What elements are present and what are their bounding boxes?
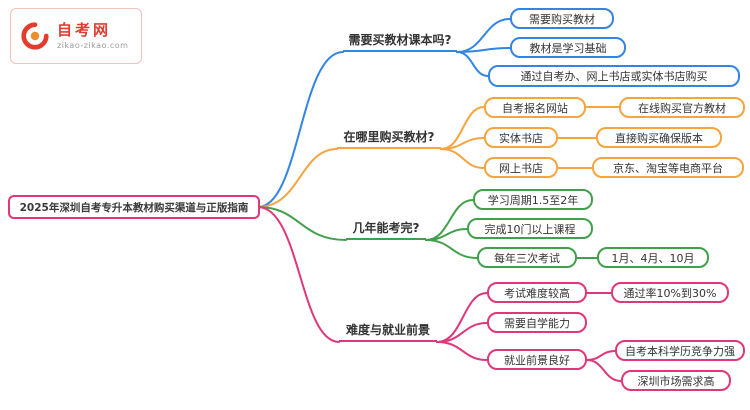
node-textbook-foundation: 教材是学习基础 (510, 37, 626, 58)
branch-where-to-buy: 在哪里购买教材? (337, 127, 441, 149)
node-purchase-channels: 通过自考办、网上书店或实体书店购买 (488, 65, 740, 87)
connector-branch3-child3 (425, 239, 478, 259)
connector-root-branch4 (257, 206, 340, 343)
connector-branch4-child3 (436, 341, 488, 361)
node-three-exams-per-year: 每年三次考试 (477, 247, 577, 268)
node-pass-rate: 通过率10%到30% (611, 282, 729, 303)
node-ecommerce-platforms: 京东、淘宝等电商平台 (592, 157, 744, 178)
connector-branch4-grandchild3 (586, 359, 622, 382)
connector-branch1-child3 (456, 51, 489, 77)
node-employment-prospects: 就业前景良好 (487, 349, 587, 370)
node-direct-purchase: 直接购买确保版本 (596, 127, 722, 148)
connector-root-branch3 (257, 206, 347, 241)
connector-branch1-child2 (456, 47, 511, 53)
logo-text: 自考网 zikao-zikao.com (57, 22, 128, 51)
branch-difficulty-prospects: 难度与就业前景 (339, 320, 437, 342)
node-exam-difficulty: 考试难度较高 (487, 282, 587, 303)
branch-years-to-finish: 几年能考完? (346, 218, 426, 240)
connector-root-branch1 (257, 51, 344, 208)
connector-branch2-child3 (440, 148, 485, 169)
branch-need-textbook: 需要买教材课本吗? (343, 30, 457, 52)
connector-root-branch2 (257, 148, 338, 208)
site-logo[interactable]: 自考网 zikao-zikao.com (10, 8, 142, 64)
node-registration-site: 自考报名网站 (484, 97, 586, 118)
node-study-period: 学习周期1.5至2年 (473, 189, 593, 210)
node-buy-online-official: 在线购买官方教材 (619, 97, 745, 118)
site-name: 自考网 (57, 20, 112, 39)
node-self-study-ability: 需要自学能力 (487, 312, 587, 333)
node-online-bookstore: 网上书店 (484, 157, 558, 178)
logo-icon (21, 22, 49, 50)
root-topic: 2025年深圳自考专升本教材购买渠道与正版指南 (8, 195, 260, 219)
site-url: zikao-zikao.com (57, 41, 129, 51)
node-degree-competitive: 自考本科学历竞争力强 (615, 340, 745, 361)
node-shenzhen-demand: 深圳市场需求高 (621, 370, 731, 391)
connector-branch1-child1 (456, 18, 511, 53)
node-physical-bookstore: 实体书店 (484, 127, 558, 148)
node-need-to-buy: 需要购买教材 (510, 8, 614, 29)
connector-branch4-child2 (436, 322, 488, 343)
connector-branch4-child1 (436, 292, 488, 343)
node-complete-courses: 完成10门以上课程 (467, 218, 593, 239)
node-exam-months: 1月、4月、10月 (597, 247, 709, 268)
connector-branch4-grandchild2 (586, 350, 616, 361)
